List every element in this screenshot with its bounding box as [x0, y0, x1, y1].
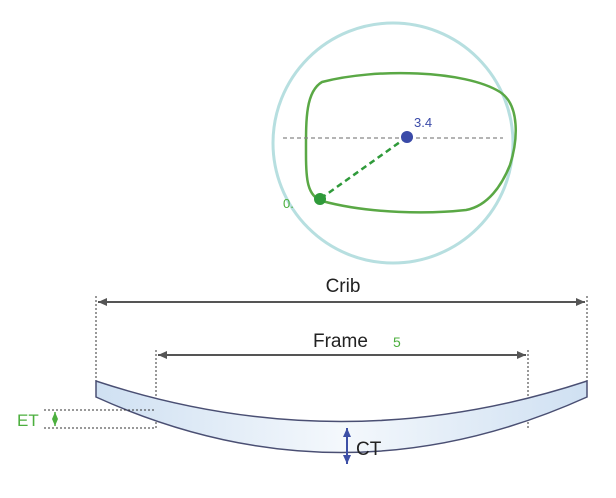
- ct-label: CT: [356, 439, 382, 460]
- edge-point-dot: [314, 193, 326, 205]
- frame-label: Frame: [313, 331, 368, 352]
- center-value-label: 3.4: [414, 115, 432, 130]
- frame-value-label: 5: [393, 334, 401, 350]
- lens-blank-circle: [271, 21, 515, 265]
- et-label: ET: [17, 411, 39, 430]
- frame-outline: [304, 71, 517, 214]
- optical-center-dot: [401, 131, 413, 143]
- lens-cross-section: [95, 379, 588, 454]
- crib-label: Crib: [326, 276, 361, 297]
- radius-line: [319, 135, 408, 201]
- edge-value-label: 0.: [283, 196, 294, 211]
